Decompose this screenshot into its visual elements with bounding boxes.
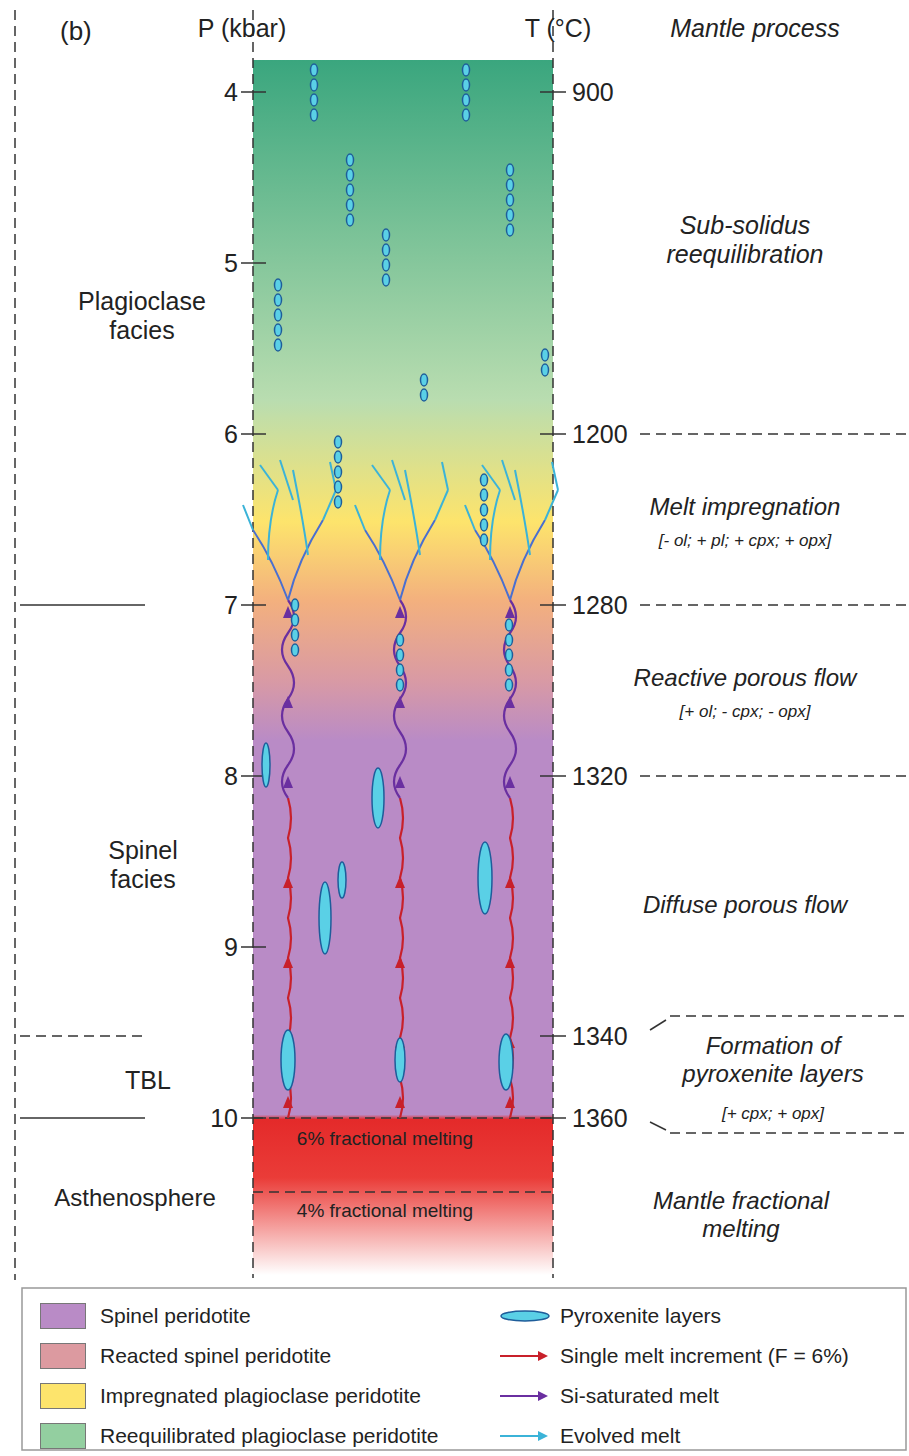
header-label: P (kbar): [198, 14, 286, 43]
process-label: Mantle fractional melting: [621, 1187, 861, 1242]
melting-label: 4% fractional melting: [297, 1200, 473, 1222]
legend-swatch: [40, 1303, 86, 1329]
zone-label: Plagioclase facies: [52, 287, 232, 345]
process-label: Diffuse porous flow: [643, 891, 847, 919]
axis-tick-label: 8: [224, 762, 238, 791]
header-label: Mantle process: [670, 14, 840, 43]
legend-sample: [501, 1311, 549, 1321]
axis-tick-label: 5: [224, 249, 238, 278]
process-label: [- ol; + pl; + cpx; + opx]: [659, 531, 831, 551]
zone-label: Spinel facies: [78, 836, 208, 894]
legend-swatch: [40, 1343, 86, 1369]
axis-tick-label: 6: [224, 420, 238, 449]
legend-text: Single melt increment (F = 6%): [560, 1344, 849, 1368]
zone-label: TBL: [125, 1066, 171, 1095]
axis-tick-label: 9: [224, 933, 238, 962]
axis-tick-label: 4: [224, 78, 238, 107]
legend-text: Impregnated plagioclase peridotite: [100, 1384, 421, 1408]
legend-sample: [500, 1351, 548, 1361]
header-label: (b): [60, 17, 92, 47]
melting-label: 6% fractional melting: [297, 1128, 473, 1150]
legend-text: Evolved melt: [560, 1424, 680, 1448]
legend-swatch: [40, 1383, 86, 1409]
zone-label: Asthenosphere: [54, 1184, 215, 1212]
axis-tick-label: 10: [210, 1104, 238, 1133]
legend-text: Reacted spinel peridotite: [100, 1344, 331, 1368]
axis-tick-label: 900: [572, 78, 614, 107]
axis-tick-label: 1340: [572, 1022, 628, 1051]
legend-text: Pyroxenite layers: [560, 1304, 721, 1328]
legend-text: Si-saturated melt: [560, 1384, 719, 1408]
header-label: T (°C): [525, 14, 591, 43]
axis-tick-label: 1280: [572, 591, 628, 620]
axis-tick-label: 1360: [572, 1104, 628, 1133]
process-label: Sub-solidus reequilibration: [615, 211, 875, 269]
legend-sample: [500, 1391, 548, 1401]
process-label: Reactive porous flow: [634, 664, 857, 692]
process-label: [+ cpx; + opx]: [722, 1104, 824, 1124]
process-label: [+ ol; - cpx; - opx]: [680, 702, 811, 722]
axis-tick-label: 7: [224, 591, 238, 620]
legend-text: Spinel peridotite: [100, 1304, 251, 1328]
process-label: Formation of pyroxenite layers: [658, 1032, 888, 1087]
legend-sample: [500, 1431, 548, 1441]
axis-tick-label: 1320: [572, 762, 628, 791]
legend-text: Reequilibrated plagioclase peridotite: [100, 1424, 439, 1448]
legend-swatch: [40, 1423, 86, 1449]
process-label: Melt impregnation: [650, 493, 841, 521]
axis-tick-label: 1200: [572, 420, 628, 449]
